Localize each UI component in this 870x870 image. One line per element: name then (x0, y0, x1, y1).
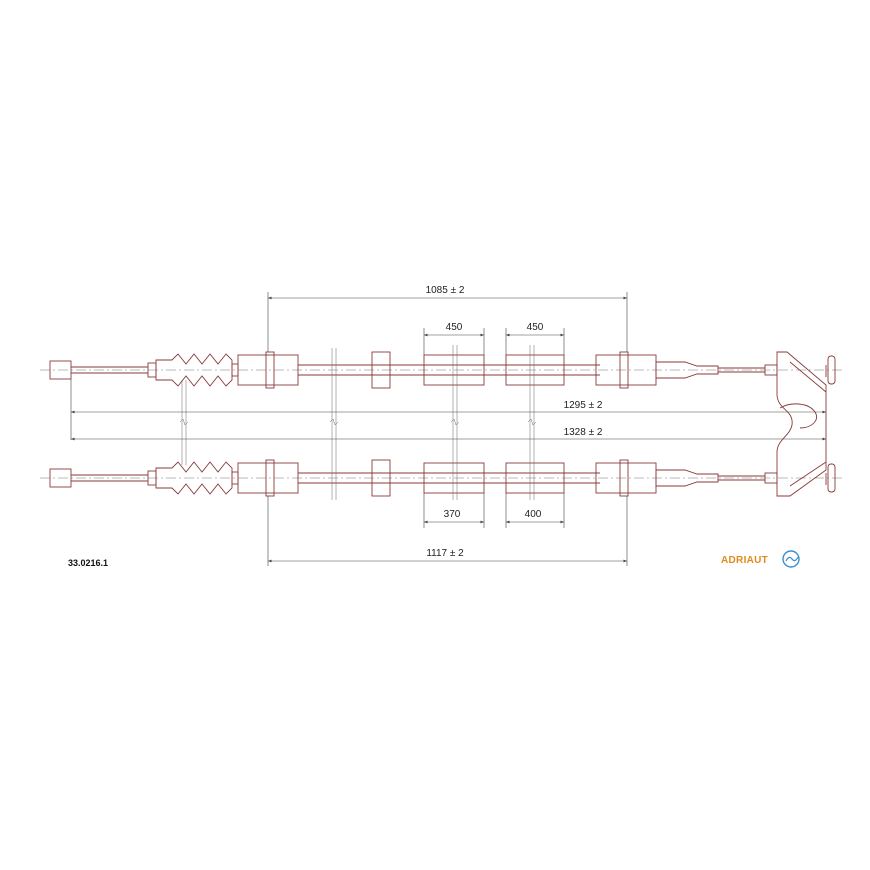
dim-label-bottom-seg-left: 370 (444, 509, 461, 520)
part-number: 33.0216.1 (68, 558, 108, 568)
dim-label-mid-upper: 1295 ± 2 (564, 400, 603, 411)
lower-cable (40, 459, 845, 497)
brand-name: ADRIAUT (721, 555, 768, 566)
dim-label-bottom-seg-right: 400 (525, 509, 542, 520)
dimension-lines (70, 292, 826, 566)
break-marks (179, 345, 537, 500)
equalizer-bracket (776, 351, 827, 497)
brand-logo: ADRIAUT (721, 550, 800, 568)
dim-label-bottom-overall: 1117 ± 2 (426, 548, 464, 559)
dim-label-top-seg-right: 450 (527, 322, 544, 333)
dim-label-mid-lower: 1328 ± 2 (564, 427, 603, 438)
dim-label-top-overall: 1085 ± 2 (426, 285, 465, 296)
brand-emblem-icon (782, 550, 800, 568)
dim-label-top-seg-left: 450 (446, 322, 463, 333)
upper-cable (40, 351, 845, 389)
